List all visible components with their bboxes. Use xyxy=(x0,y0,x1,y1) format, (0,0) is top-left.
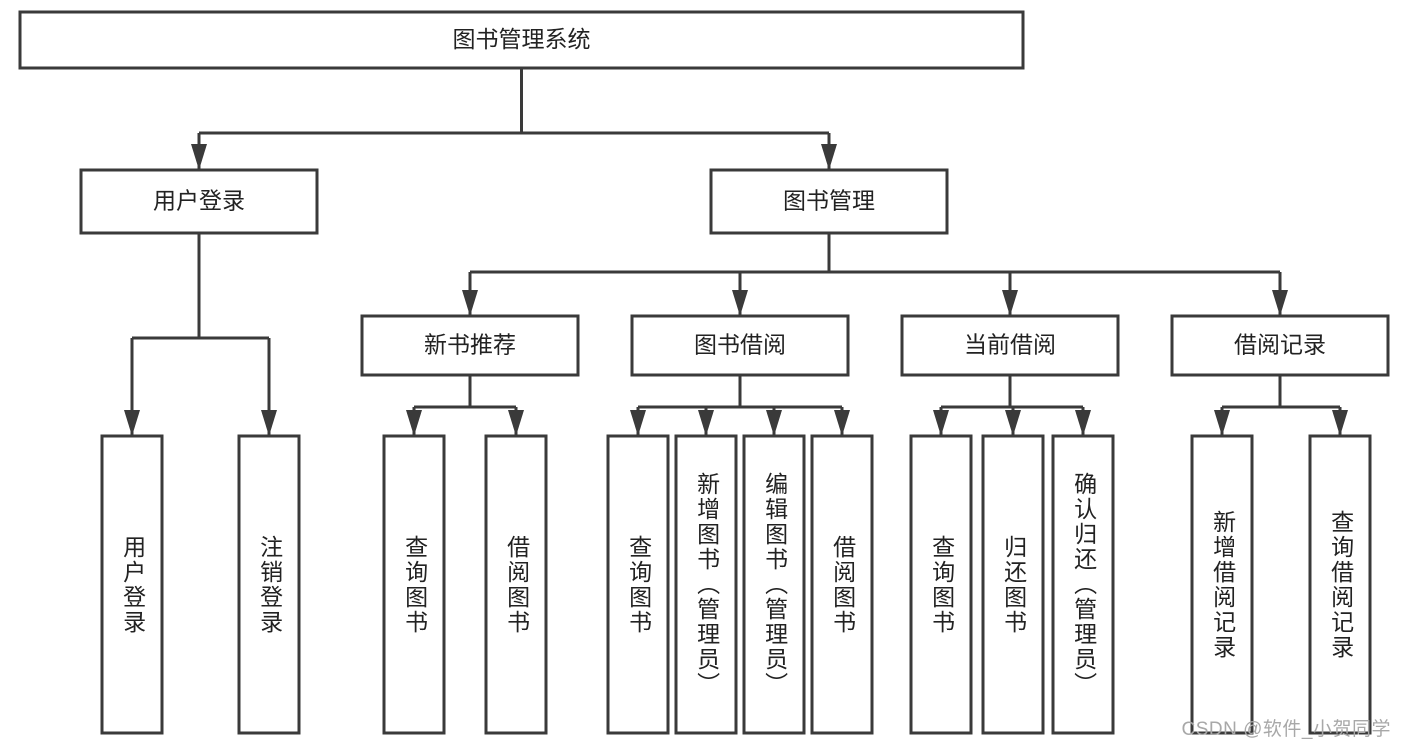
node-box-new-book-recommend[interactable] xyxy=(360,314,580,377)
arrow-head-user-login-to-leaf-logout xyxy=(261,410,277,436)
node-label-root: 图书管理系统 xyxy=(453,26,591,52)
arrow-head-borrow-record-to-leaf-add-record xyxy=(1214,410,1230,436)
node-boxes-layer xyxy=(18,10,1390,735)
arrow-head-new-book-recommend-to-leaf-query-book-1 xyxy=(406,410,422,436)
watermark-text: CSDN @软件_小贺同学 xyxy=(1181,719,1391,740)
node-box-leaf-borrow-book-1[interactable] xyxy=(484,434,548,735)
node-box-current-borrow[interactable] xyxy=(900,314,1120,377)
node-box-leaf-user-login[interactable] xyxy=(100,434,164,735)
node-label-book-manage: 图书管理 xyxy=(783,188,875,214)
node-box-book-manage[interactable] xyxy=(709,168,949,235)
arrow-head-borrow-record-to-leaf-query-record xyxy=(1332,410,1348,436)
node-box-leaf-borrow-book-2[interactable] xyxy=(810,434,874,735)
node-box-root[interactable] xyxy=(18,10,1025,70)
node-box-leaf-confirm-return[interactable] xyxy=(1051,434,1115,735)
arrow-head-current-borrow-to-leaf-return-book xyxy=(1005,410,1021,436)
node-box-leaf-query-record[interactable] xyxy=(1308,434,1372,735)
node-label-book-borrow: 图书借阅 xyxy=(694,332,786,358)
node-box-leaf-logout[interactable] xyxy=(237,434,301,735)
arrow-head-book-borrow-to-leaf-add-book xyxy=(698,410,714,436)
node-box-leaf-add-record[interactable] xyxy=(1190,434,1254,735)
arrow-head-new-book-recommend-to-leaf-borrow-book-1 xyxy=(508,410,524,436)
node-label-current-borrow: 当前借阅 xyxy=(964,332,1056,358)
node-box-user-login[interactable] xyxy=(79,168,319,235)
node-box-book-borrow[interactable] xyxy=(630,314,850,377)
arrow-head-book-manage-to-current-borrow xyxy=(1002,290,1018,316)
arrow-head-root-to-book-manage xyxy=(821,144,837,170)
arrow-head-book-manage-to-book-borrow xyxy=(732,290,748,316)
connectors-layer xyxy=(124,68,1348,436)
arrow-head-root-to-user-login xyxy=(191,144,207,170)
node-box-leaf-return-book[interactable] xyxy=(981,434,1045,735)
arrow-head-current-borrow-to-leaf-confirm-return xyxy=(1075,410,1091,436)
arrow-head-book-borrow-to-leaf-borrow-book-2 xyxy=(834,410,850,436)
node-box-leaf-add-book[interactable] xyxy=(674,434,738,735)
arrow-head-current-borrow-to-leaf-query-book-3 xyxy=(933,410,949,436)
node-box-leaf-query-book-1[interactable] xyxy=(382,434,446,735)
node-label-new-book-recommend: 新书推荐 xyxy=(424,332,516,358)
node-box-leaf-query-book-3[interactable] xyxy=(909,434,973,735)
arrow-head-user-login-to-leaf-user-login xyxy=(124,410,140,436)
arrow-head-book-manage-to-new-book-recommend xyxy=(462,290,478,316)
node-box-leaf-query-book-2[interactable] xyxy=(606,434,670,735)
node-box-leaf-edit-book[interactable] xyxy=(742,434,806,735)
node-label-borrow-record: 借阅记录 xyxy=(1234,332,1326,358)
arrow-head-book-manage-to-borrow-record xyxy=(1272,290,1288,316)
node-box-borrow-record[interactable] xyxy=(1170,314,1390,377)
arrow-head-book-borrow-to-leaf-query-book-2 xyxy=(630,410,646,436)
node-label-user-login: 用户登录 xyxy=(153,188,245,214)
arrow-head-book-borrow-to-leaf-edit-book xyxy=(766,410,782,436)
